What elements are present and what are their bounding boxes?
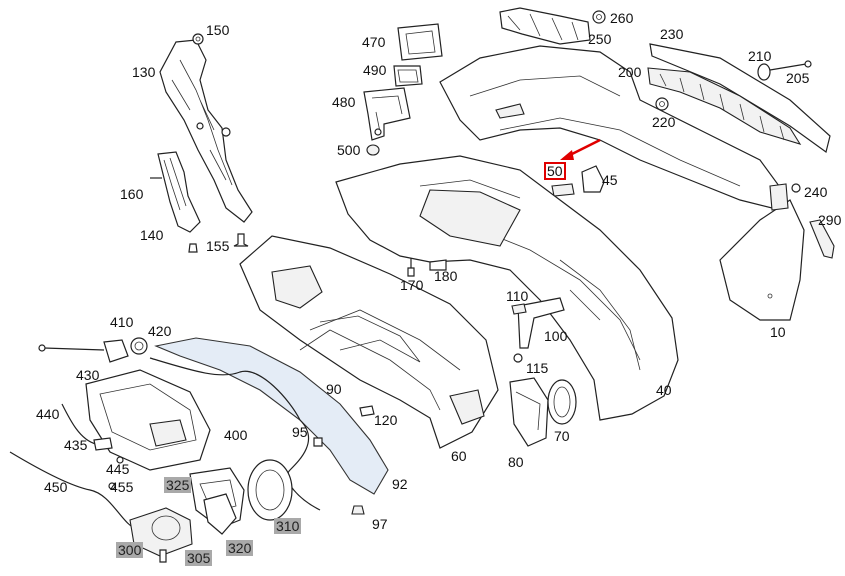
callout-92[interactable]: 92: [392, 476, 408, 492]
part-115-screw[interactable]: [513, 353, 523, 363]
part-230-strip[interactable]: [649, 43, 831, 154]
callout-110[interactable]: 110: [506, 288, 529, 304]
part-140-trim[interactable]: [157, 151, 201, 233]
callout-240[interactable]: 240: [804, 184, 828, 200]
part-420-ring[interactable]: [130, 337, 148, 355]
part-100-bracket[interactable]: [517, 297, 565, 349]
part-90-diffuser[interactable]: [239, 235, 499, 449]
callout-160[interactable]: 160: [120, 186, 144, 202]
callout-70[interactable]: 70: [554, 428, 570, 444]
callout-260[interactable]: 260: [610, 10, 634, 26]
part-110-clip[interactable]: [511, 303, 527, 315]
callout-90[interactable]: 90: [326, 381, 342, 397]
callout-10[interactable]: 10: [770, 324, 786, 340]
part-470-cover[interactable]: [397, 23, 443, 61]
part-80-duct[interactable]: [509, 377, 549, 447]
callout-305[interactable]: 305: [185, 550, 213, 566]
callout-170[interactable]: 170: [400, 277, 424, 293]
callout-250[interactable]: 250: [588, 31, 612, 47]
callout-205[interactable]: 205: [786, 70, 810, 86]
part-290-seal[interactable]: [809, 219, 835, 259]
callout-470[interactable]: 470: [362, 34, 386, 50]
callout-420[interactable]: 420: [148, 323, 172, 339]
callout-130[interactable]: 130: [132, 64, 156, 80]
part-70-ring[interactable]: [547, 379, 577, 425]
callout-140[interactable]: 140: [140, 227, 164, 243]
callout-480[interactable]: 480: [332, 94, 356, 110]
callout-60[interactable]: 60: [451, 448, 467, 464]
callout-50[interactable]: 50: [544, 162, 566, 180]
part-130-bracket[interactable]: [159, 39, 253, 223]
part-97-screw[interactable]: [351, 505, 365, 515]
callout-290[interactable]: 290: [818, 212, 842, 228]
part-240-clip[interactable]: [769, 183, 801, 211]
callout-230[interactable]: 230: [660, 26, 684, 42]
callout-97[interactable]: 97: [372, 516, 388, 532]
part-45-bracket[interactable]: [581, 165, 605, 193]
callout-320[interactable]: 320: [226, 540, 254, 556]
part-220-nut[interactable]: [655, 97, 669, 111]
part-50-insert[interactable]: [551, 183, 575, 197]
callout-100[interactable]: 100: [544, 328, 568, 344]
part-480-bracket[interactable]: [363, 87, 411, 141]
callout-210[interactable]: 210: [748, 48, 772, 64]
part-445-clip[interactable]: [116, 456, 124, 464]
part-155-clip[interactable]: [188, 233, 249, 253]
part-260-nut[interactable]: [592, 10, 606, 24]
callout-155[interactable]: 155: [206, 238, 230, 254]
callout-40[interactable]: 40: [656, 382, 672, 398]
part-180-clip[interactable]: [429, 259, 447, 271]
callout-120[interactable]: 120: [374, 412, 398, 428]
callout-435[interactable]: 435: [64, 437, 88, 453]
callout-220[interactable]: 220: [652, 114, 676, 130]
part-200-rail[interactable]: [647, 67, 802, 145]
part-440-wire[interactable]: [61, 403, 97, 445]
callout-150[interactable]: 150: [206, 22, 230, 38]
part-310-ring[interactable]: [247, 459, 293, 521]
callout-430[interactable]: 430: [76, 367, 100, 383]
part-450-wire[interactable]: [9, 451, 135, 529]
part-490-frame[interactable]: [393, 65, 423, 87]
part-95-screw[interactable]: [313, 437, 323, 447]
callout-95[interactable]: 95: [292, 424, 308, 440]
part-50-arrow: [560, 138, 601, 160]
part-305-screw[interactable]: [159, 549, 167, 563]
part-210-bolt[interactable]: [757, 60, 812, 81]
part-410-socket[interactable]: [38, 339, 129, 363]
part-170-screw[interactable]: [407, 258, 415, 277]
callout-400[interactable]: 400: [224, 427, 248, 443]
callout-80[interactable]: 80: [508, 454, 524, 470]
part-10-corner[interactable]: [719, 199, 805, 321]
callout-300[interactable]: 300: [116, 542, 144, 558]
part-92-shield[interactable]: [154, 337, 389, 495]
callout-450[interactable]: 450: [44, 479, 68, 495]
callout-180[interactable]: 180: [434, 268, 458, 284]
callout-445[interactable]: 445: [106, 461, 130, 477]
part-435-connector[interactable]: [93, 437, 113, 451]
part-455-clip[interactable]: [108, 482, 116, 490]
callout-200[interactable]: 200: [618, 64, 642, 80]
callout-455[interactable]: 455: [110, 479, 134, 495]
callout-410[interactable]: 410: [110, 314, 134, 330]
part-320-cover[interactable]: [203, 493, 237, 535]
callout-500[interactable]: 500: [337, 142, 361, 158]
callout-440[interactable]: 440: [36, 406, 60, 422]
part-40-bumper[interactable]: [335, 155, 679, 421]
callout-490[interactable]: 490: [363, 62, 387, 78]
callout-115[interactable]: 115: [526, 360, 549, 376]
callout-310[interactable]: 310: [274, 518, 302, 534]
part-250-bracket[interactable]: [499, 7, 591, 45]
part-150-nut[interactable]: [192, 33, 204, 45]
part-500-grommet[interactable]: [366, 144, 380, 156]
callout-45[interactable]: 45: [602, 172, 618, 188]
part-430-tray[interactable]: [85, 369, 211, 471]
callout-325[interactable]: 325: [164, 477, 192, 493]
part-120-clip[interactable]: [359, 405, 375, 417]
